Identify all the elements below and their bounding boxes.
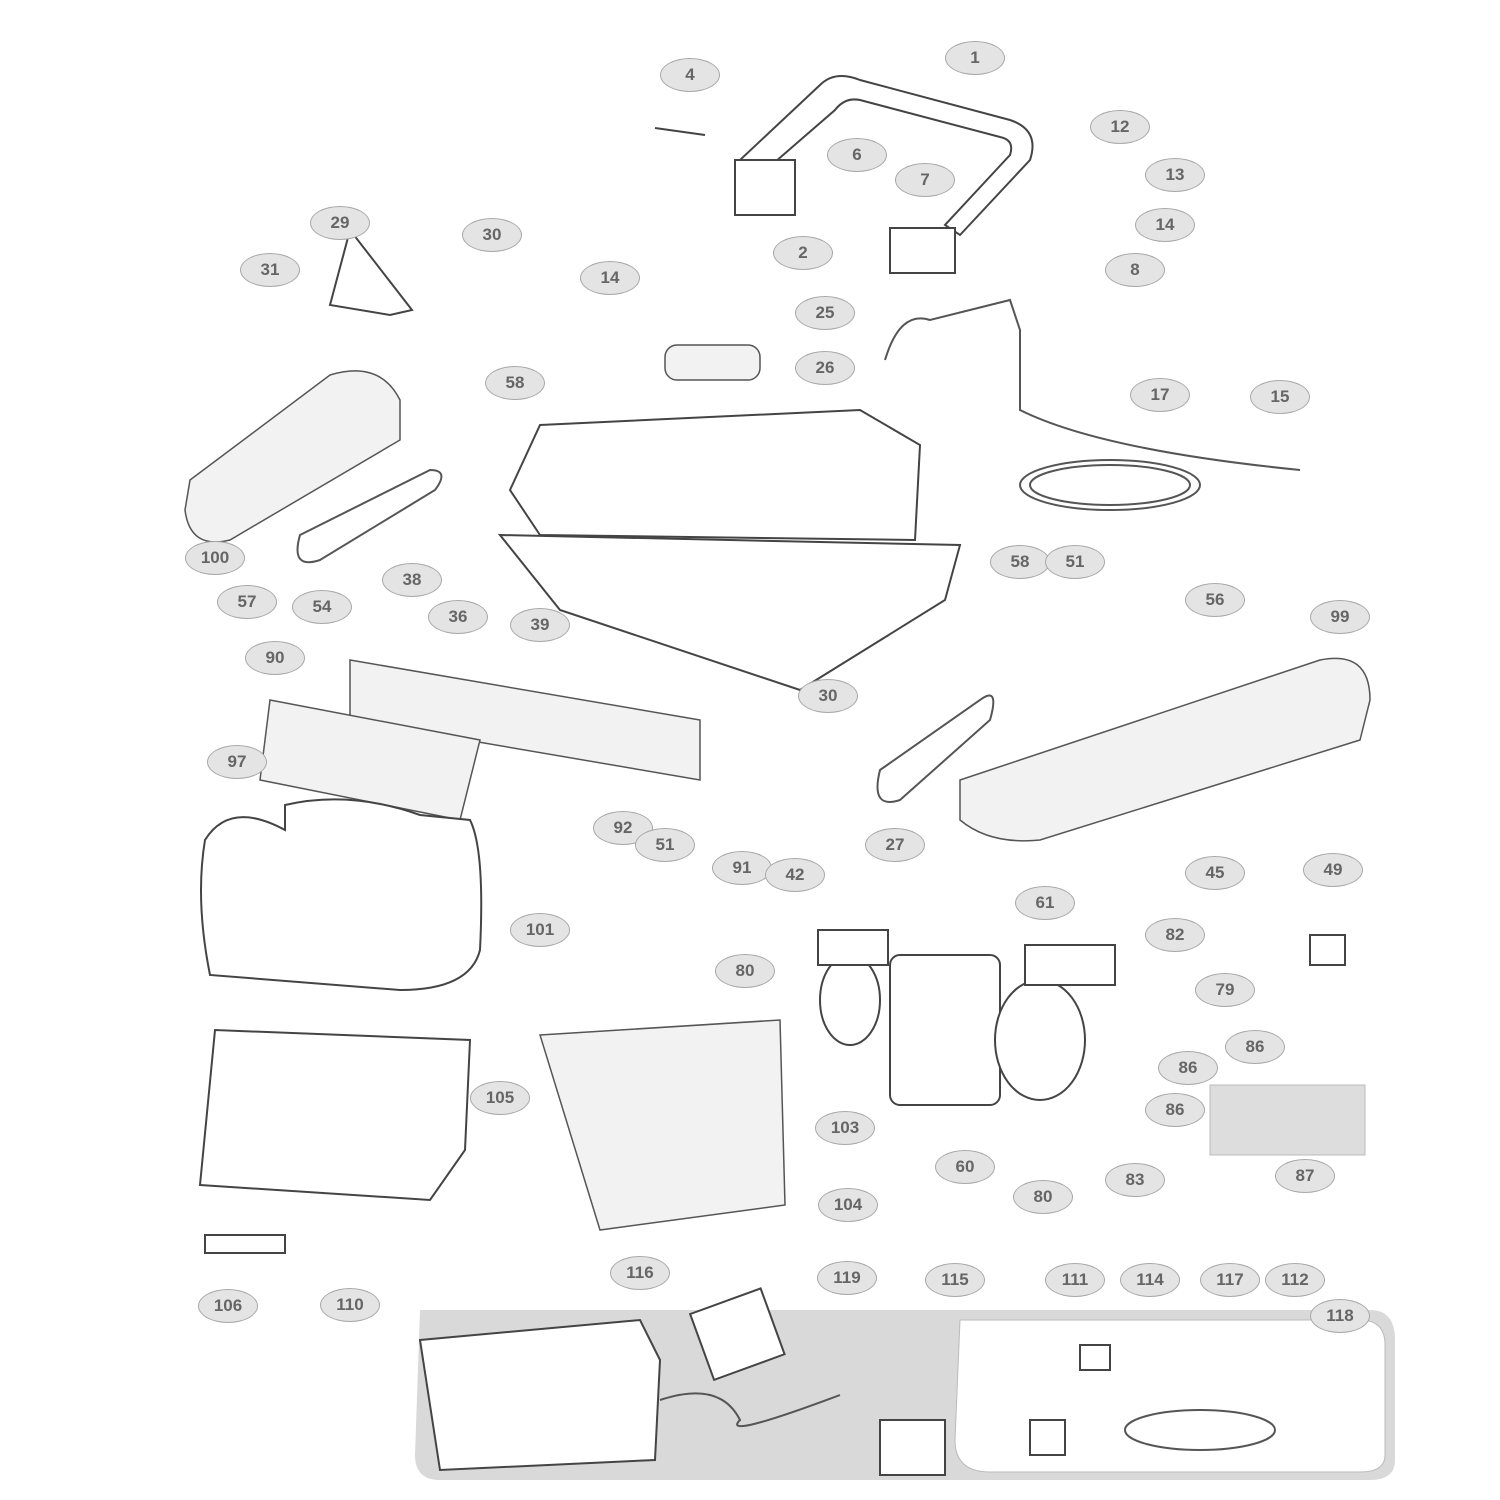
part-callout-26: 26 (795, 351, 855, 385)
part-callout-101: 101 (510, 913, 570, 947)
track-assembly-right (959, 657, 1371, 842)
part-callout-29: 29 (310, 206, 370, 240)
part-callout-54: 54 (292, 590, 352, 624)
part-callout-39: 39 (510, 608, 570, 642)
part-callout-100: 100 (185, 541, 245, 575)
part-callout-79: 79 (1195, 973, 1255, 1007)
part-callout-90: 90 (245, 641, 305, 675)
magnet-left (817, 929, 889, 966)
power-supply (418, 1318, 662, 1472)
power-cord (659, 1392, 841, 1428)
part-callout-61: 61 (1015, 886, 1075, 920)
part-callout-112: 112 (1265, 1263, 1325, 1297)
cable-coil (1019, 459, 1201, 511)
motor-housing (889, 954, 1001, 1106)
track-assembly-left (184, 370, 401, 543)
handle (738, 75, 1034, 237)
belt-right (876, 694, 995, 803)
part-callout-104: 104 (818, 1188, 878, 1222)
part-callout-31: 31 (240, 253, 300, 287)
part-callout-106: 106 (198, 1289, 258, 1323)
switch (1079, 1344, 1111, 1371)
part-callout-86: 86 (1145, 1093, 1205, 1127)
impeller (664, 344, 761, 381)
part-callout-42: 42 (765, 858, 825, 892)
belt-left (296, 468, 443, 564)
part-callout-49: 49 (1303, 853, 1363, 887)
part-callout-117: 117 (1200, 1263, 1260, 1297)
part-callout-51: 51 (635, 828, 695, 862)
brush-roller (349, 659, 701, 781)
part-callout-14: 14 (1135, 208, 1195, 242)
handle-bracket-right (889, 227, 956, 274)
motor-block (508, 408, 922, 542)
part-callout-91: 91 (712, 851, 772, 885)
motor-base (497, 533, 962, 692)
socket (1029, 1419, 1066, 1456)
part-callout-7: 7 (895, 163, 955, 197)
part-callout-83: 83 (1105, 1163, 1165, 1197)
part-callout-116: 116 (610, 1256, 670, 1290)
part-callout-105: 105 (470, 1081, 530, 1115)
label-sheet (204, 1234, 286, 1254)
part-callout-111: 111 (1045, 1263, 1105, 1297)
part-callout-6: 6 (827, 138, 887, 172)
part-callout-86: 86 (1158, 1051, 1218, 1085)
part-callout-60: 60 (935, 1150, 995, 1184)
remote-control (688, 1287, 786, 1382)
part-callout-8: 8 (1105, 253, 1165, 287)
part-callout-57: 57 (217, 585, 277, 619)
part-callout-82: 82 (1145, 918, 1205, 952)
timer-box (879, 1419, 946, 1476)
part-callout-25: 25 (795, 296, 855, 330)
part-callout-27: 27 (865, 828, 925, 862)
part-callout-14: 14 (580, 261, 640, 295)
part-callout-58: 58 (485, 366, 545, 400)
part-callout-38: 38 (382, 563, 442, 597)
part-callout-30: 30 (798, 679, 858, 713)
power-cord-coil (1124, 1409, 1276, 1451)
part-callout-118: 118 (1310, 1299, 1370, 1333)
filter-grid (539, 1019, 786, 1231)
part-callout-86: 86 (1225, 1030, 1285, 1064)
magnet-right (1024, 944, 1116, 986)
part-callout-115: 115 (925, 1263, 985, 1297)
part-callout-103: 103 (815, 1111, 875, 1145)
filter-frame (198, 1028, 472, 1202)
part-callout-45: 45 (1185, 856, 1245, 890)
pin (654, 127, 706, 136)
floating-cable (884, 298, 1301, 471)
part-callout-97: 97 (207, 745, 267, 779)
motor-end-right (994, 979, 1086, 1101)
part-callout-114: 114 (1120, 1263, 1180, 1297)
part-callout-36: 36 (428, 600, 488, 634)
part-callout-87: 87 (1275, 1159, 1335, 1193)
hardware-kit-panel (1209, 1084, 1366, 1156)
part-callout-119: 119 (817, 1261, 877, 1295)
part-callout-30: 30 (462, 218, 522, 252)
part-callout-12: 12 (1090, 110, 1150, 144)
part-callout-2: 2 (773, 236, 833, 270)
part-callout-13: 13 (1145, 158, 1205, 192)
part-callout-1: 1 (945, 41, 1005, 75)
part-callout-80: 80 (1013, 1180, 1073, 1214)
filter-bag (200, 798, 483, 992)
cable-connector (1309, 934, 1346, 966)
part-callout-4: 4 (660, 58, 720, 92)
part-callout-110: 110 (320, 1288, 380, 1322)
part-callout-58: 58 (990, 545, 1050, 579)
part-callout-51: 51 (1045, 545, 1105, 579)
part-callout-17: 17 (1130, 378, 1190, 412)
handle-bracket-left (734, 159, 796, 216)
part-callout-99: 99 (1310, 600, 1370, 634)
part-callout-15: 15 (1250, 380, 1310, 414)
side-plate (328, 227, 414, 317)
part-callout-80: 80 (715, 954, 775, 988)
motor-end-left (819, 954, 881, 1046)
part-callout-56: 56 (1185, 583, 1245, 617)
